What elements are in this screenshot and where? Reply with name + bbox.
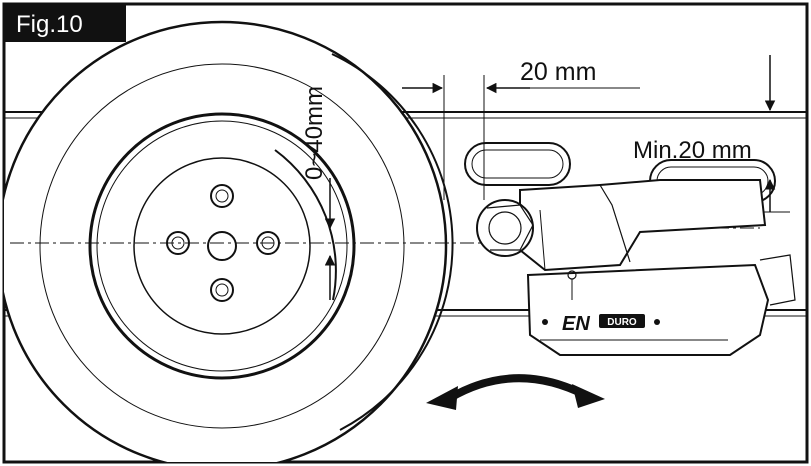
- gap-range-label: 0~40mm: [301, 86, 328, 180]
- mover-unit: EN DURO: [476, 179, 796, 356]
- gap-arc-inner: [274, 149, 337, 301]
- figure-label: Fig.10: [16, 11, 83, 38]
- offset-label: 20 mm: [520, 58, 596, 86]
- min-distance-label: Min.20 mm: [633, 137, 752, 164]
- logo-sub-text: DURO: [607, 317, 637, 328]
- gap-arc-outer: [331, 53, 454, 431]
- figure-tag: [4, 4, 126, 42]
- enduro-logo: EN DURO: [562, 313, 645, 335]
- drive-roller: [476, 199, 534, 257]
- logo-main-text: EN: [562, 313, 590, 335]
- rotation-arrow-icon: [426, 374, 605, 410]
- wheel: [4, 20, 448, 462]
- offset-dimension: [402, 75, 640, 200]
